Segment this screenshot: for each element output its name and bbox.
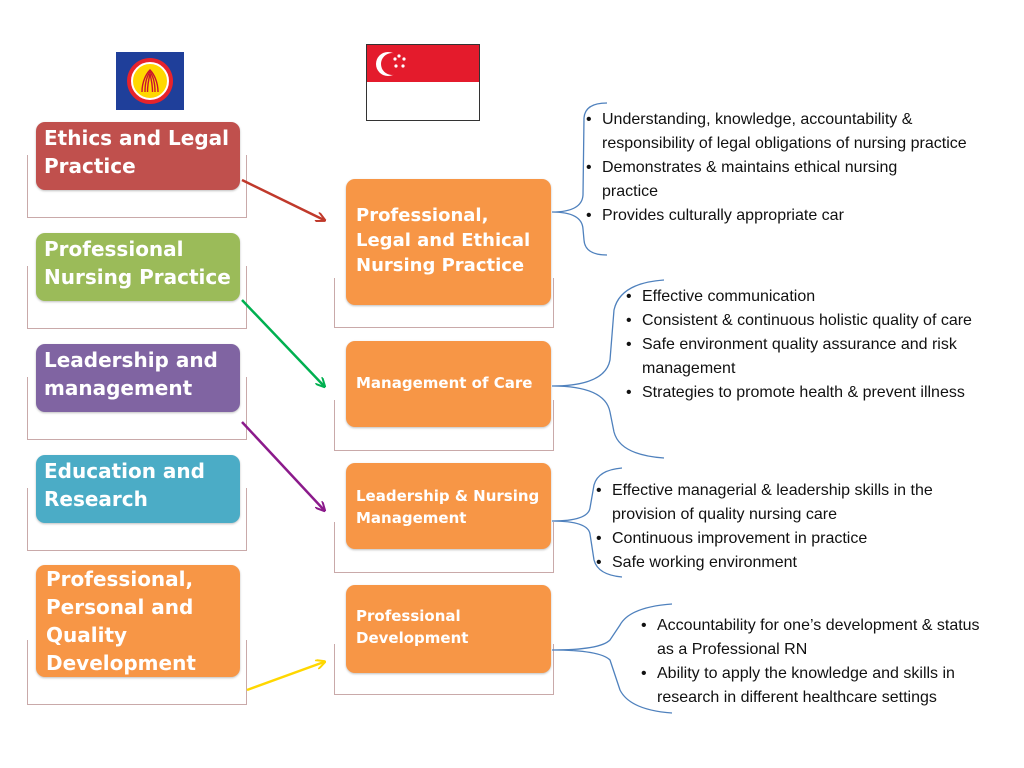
box-label: Ethics and Legal Practice [44, 126, 230, 178]
brace-4 [551, 603, 673, 714]
box-label: Leadership and management [44, 348, 218, 400]
box-leadership-nursing-management: Leadership & Nursing Management [346, 463, 551, 549]
detail-list-legal-ethical: Understanding, knowledge, accountability… [582, 108, 982, 228]
arrow-professional-nursing-to-management-of-care [241, 299, 324, 386]
box-management-of-care: Management of Care [346, 341, 551, 427]
box-label: Professional, Personal and Quality Devel… [46, 567, 196, 675]
arrow-leadership-to-leadership-nursing [241, 421, 324, 510]
singapore-flag-icon [366, 44, 480, 121]
box-ethics-legal-practice: Ethics and Legal Practice [36, 122, 240, 190]
left-frame-3 [27, 377, 247, 440]
brace-2 [551, 279, 665, 459]
box-label: Professional Nursing Practice [44, 237, 231, 289]
box-professional-nursing-practice: Professional Nursing Practice [36, 233, 240, 301]
box-label: Professional, Legal and Ethical Nursing … [356, 205, 531, 276]
box-label: Leadership & Nursing Management [356, 487, 540, 527]
box-label: Education and Research [44, 459, 205, 511]
list-item: Accountability for one’s development & s… [637, 614, 997, 662]
detail-list-management-of-care: Effective communication Consistent & con… [622, 285, 982, 405]
box-professional-legal-ethical-nursing-practice: Professional, Legal and Ethical Nursing … [346, 179, 551, 305]
left-frame-1 [27, 155, 247, 218]
detail-list-professional-development: Accountability for one’s development & s… [637, 614, 1015, 710]
left-frame-2 [27, 266, 247, 329]
box-education-research: Education and Research [36, 455, 240, 523]
list-item: Safe working environment [592, 551, 992, 575]
box-professional-personal-quality-development: Professional, Personal and Quality Devel… [36, 565, 240, 677]
right-frame-2 [334, 400, 554, 451]
left-frame-5 [27, 640, 247, 705]
list-item: Consistent & continuous holistic quality… [622, 309, 972, 333]
box-label: Management of Care [356, 374, 533, 392]
right-frame-1 [334, 278, 554, 328]
list-item: Ability to apply the knowledge and skill… [637, 662, 1015, 710]
list-item: Provides culturally appropriate car [582, 204, 982, 228]
list-item: Safe environment quality assurance and r… [622, 333, 992, 381]
detail-list-leadership: Effective managerial & leadership skills… [592, 479, 992, 575]
right-frame-4 [334, 644, 554, 695]
box-leadership-management: Leadership and management [36, 344, 240, 412]
right-frame-3 [334, 522, 554, 573]
box-professional-development: Professional Development [346, 585, 551, 673]
list-item: Understanding, knowledge, accountability… [582, 108, 982, 156]
list-item: Continuous improvement in practice [592, 527, 992, 551]
list-item: Effective communication [622, 285, 982, 309]
list-item: Effective managerial & leadership skills… [592, 479, 992, 527]
asean-emblem-icon [116, 52, 184, 110]
left-frame-4 [27, 488, 247, 551]
arrow-ethics-to-professional-legal [241, 178, 324, 220]
list-item: Strategies to promote health & prevent i… [622, 381, 972, 405]
box-label: Professional Development [356, 607, 469, 647]
arrow-development-to-professional-development [246, 662, 324, 692]
list-item: Demonstrates & maintains ethical nursing… [582, 156, 957, 204]
